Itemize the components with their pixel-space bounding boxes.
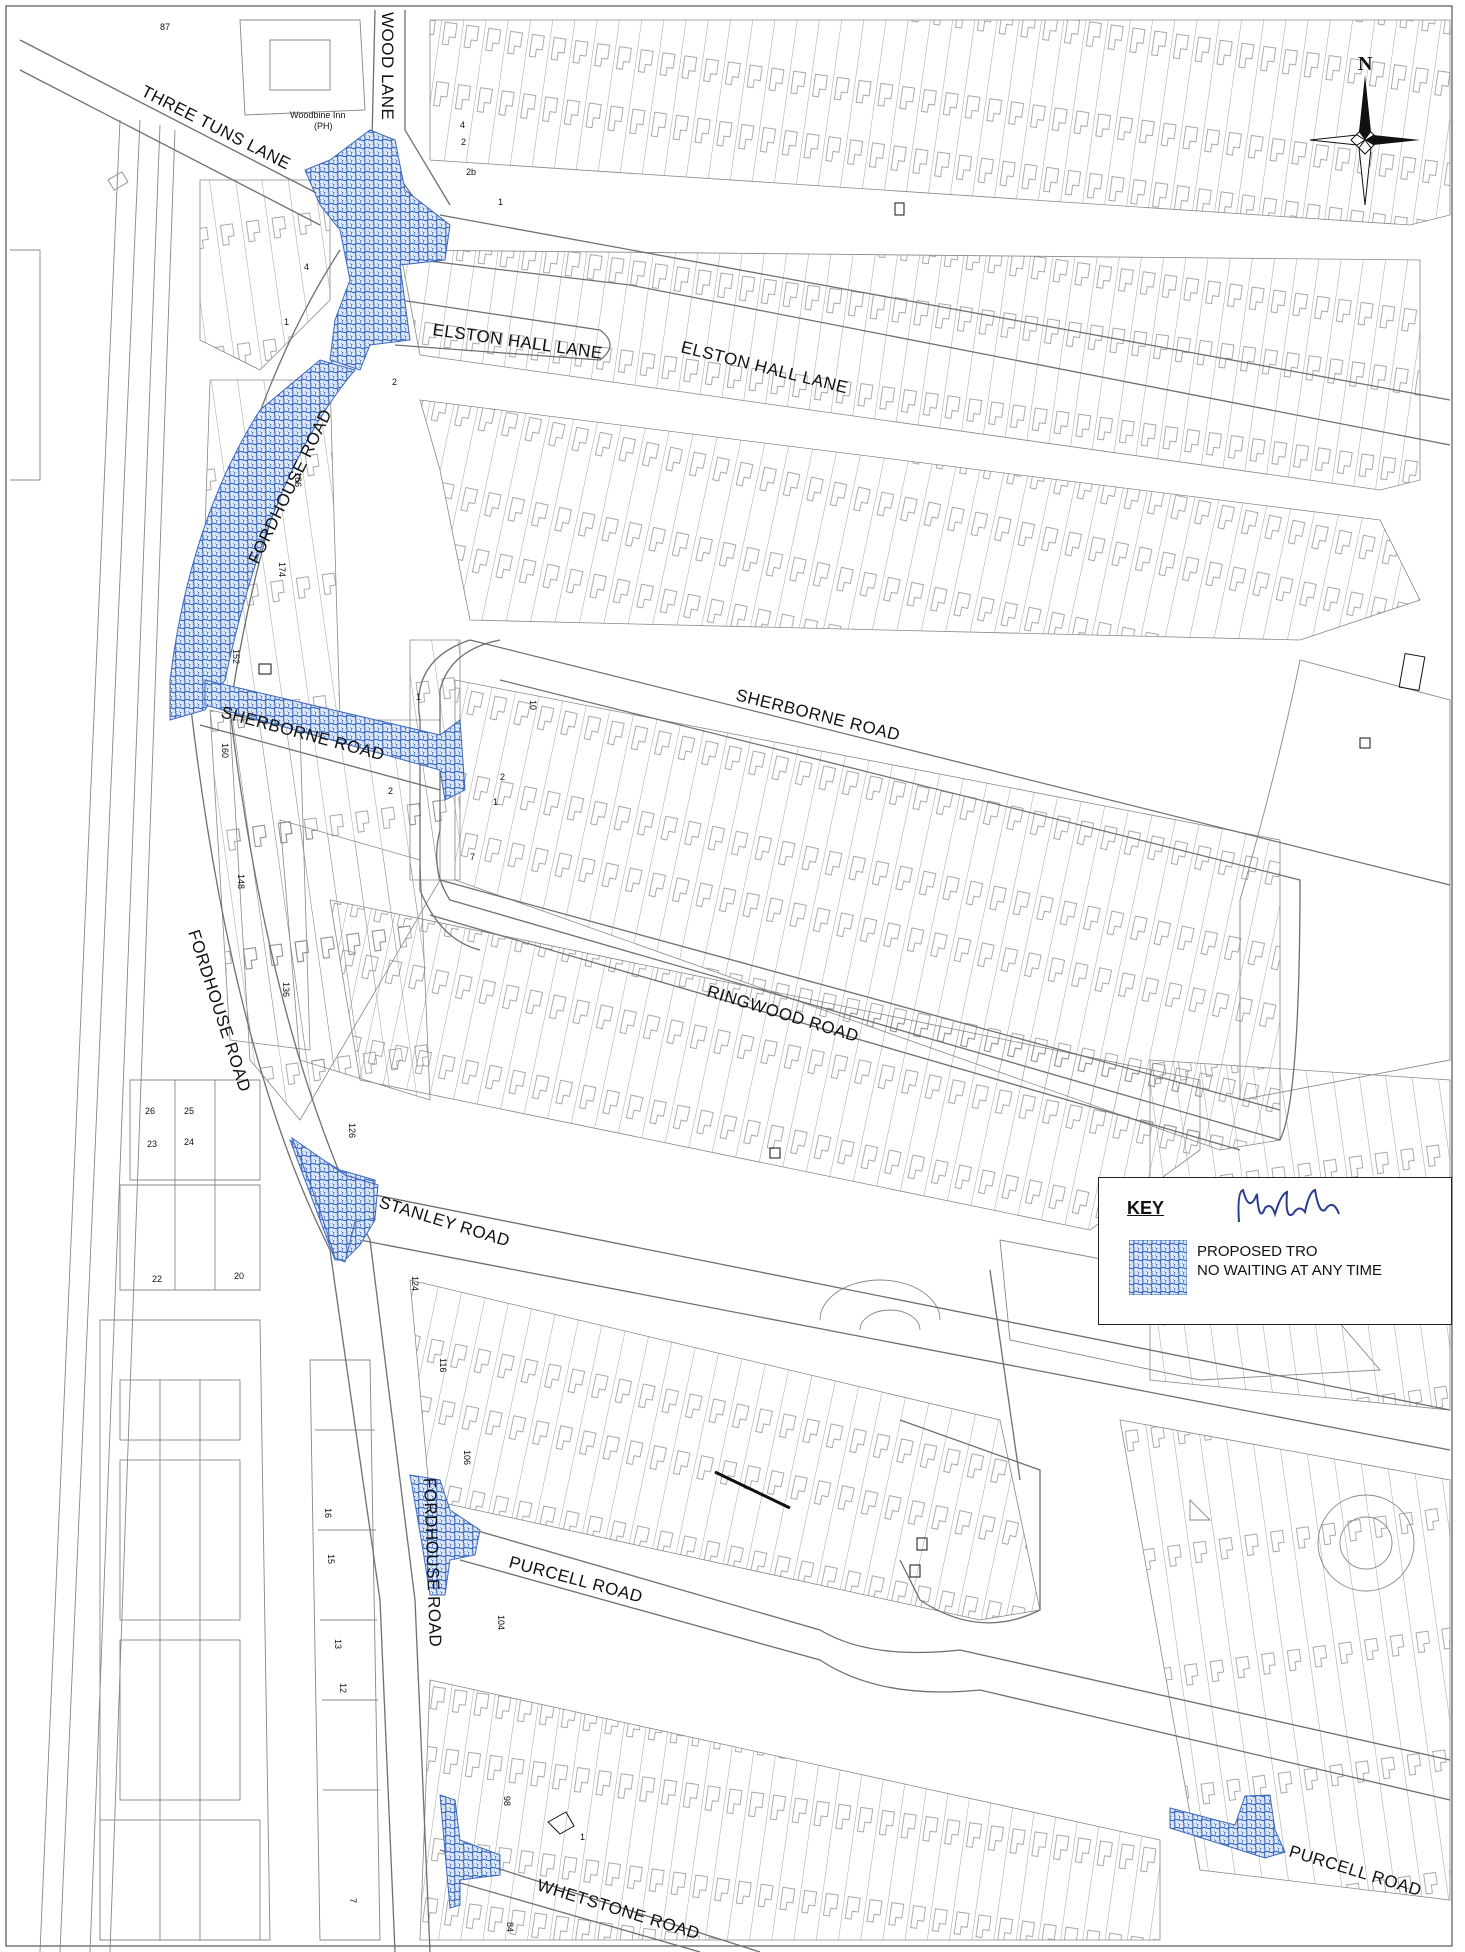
house-number: 13 bbox=[333, 1639, 343, 1649]
house-number: 2b bbox=[466, 167, 476, 177]
house-number: 10 bbox=[528, 700, 538, 710]
north-arrow-icon: N bbox=[1309, 53, 1420, 206]
tro-zone-fordhouse-north bbox=[169, 359, 356, 721]
road-network bbox=[19, 9, 1451, 1952]
house-numbers: 87 4 2 2b 1 4 1 2 166 174 152 1 10 2 1 7… bbox=[145, 22, 585, 1932]
house-number: 87 bbox=[160, 22, 170, 32]
house-number: 24 bbox=[184, 1137, 194, 1147]
tro-zone-sherborne-west bbox=[204, 679, 466, 801]
tro-zones bbox=[169, 129, 1286, 1909]
house-number: 22 bbox=[152, 1274, 162, 1284]
label-wood-lane: WOOD LANE bbox=[378, 12, 397, 120]
house-number: 106 bbox=[462, 1450, 472, 1465]
signature-icon bbox=[1237, 1188, 1340, 1223]
pub-building bbox=[239, 19, 366, 116]
pub-suffix: (PH) bbox=[314, 121, 333, 131]
house-number: 84 bbox=[505, 1922, 515, 1932]
house-number: 20 bbox=[234, 1271, 244, 1281]
house-number: 1 bbox=[493, 797, 498, 807]
pub-label: Woodbine Inn (PH) bbox=[290, 110, 345, 131]
key-description: PROPOSED TRO NO WAITING AT ANY TIME bbox=[1197, 1242, 1382, 1280]
tro-zone-stanley-junction-b bbox=[290, 1136, 379, 1263]
house-number: 4 bbox=[460, 120, 465, 130]
house-number: 7 bbox=[348, 1898, 358, 1903]
house-number: 136 bbox=[281, 982, 291, 997]
house-number: 26 bbox=[145, 1106, 155, 1116]
tro-zone-purcell-east bbox=[1169, 1794, 1286, 1859]
house-number: 166 bbox=[293, 472, 303, 487]
house-number: 1 bbox=[580, 1832, 585, 1842]
house-number: 25 bbox=[184, 1106, 194, 1116]
map-frame bbox=[5, 5, 1453, 1947]
pub-name: Woodbine Inn bbox=[290, 110, 345, 120]
house-number: 2 bbox=[500, 772, 505, 782]
hatched-swatch-icon bbox=[1129, 1240, 1187, 1295]
tro-zone-purcell-west bbox=[409, 1474, 481, 1596]
house-number: 98 bbox=[502, 1796, 512, 1806]
map-key: KEY PROPOSED TRO NO WAITING AT ANY TIME bbox=[1098, 1177, 1452, 1325]
house-number: 160 bbox=[220, 743, 230, 758]
house-number: 23 bbox=[147, 1139, 157, 1149]
house-number: 12 bbox=[338, 1683, 348, 1693]
house-number: 152 bbox=[231, 649, 241, 664]
tro-zone-whetstone-junction bbox=[439, 1794, 501, 1909]
house-number: 4 bbox=[304, 262, 309, 272]
house-number: 16 bbox=[323, 1508, 333, 1518]
house-number: 2 bbox=[461, 137, 466, 147]
key-line-1: PROPOSED TRO bbox=[1197, 1243, 1318, 1260]
house-number: 104 bbox=[496, 1615, 506, 1630]
industrial-units bbox=[99, 1079, 381, 1941]
house-number: 15 bbox=[326, 1554, 336, 1564]
north-label: N bbox=[1358, 53, 1373, 75]
house-number: 1 bbox=[284, 317, 289, 327]
key-title: KEY bbox=[1127, 1198, 1165, 1218]
house-number: 2 bbox=[388, 786, 393, 796]
house-number: 1 bbox=[416, 692, 421, 702]
house-number: 124 bbox=[410, 1276, 420, 1291]
key-line-2: NO WAITING AT ANY TIME bbox=[1197, 1262, 1383, 1279]
house-number: 1 bbox=[498, 197, 503, 207]
map-symbols bbox=[258, 202, 1426, 1835]
house-number: 148 bbox=[236, 874, 246, 889]
house-number: 174 bbox=[277, 562, 287, 577]
house-number: 126 bbox=[347, 1123, 357, 1138]
tro-zone-wood-lane-junction bbox=[304, 129, 451, 371]
house-number: 7 bbox=[470, 852, 475, 862]
house-number: 2 bbox=[392, 377, 397, 387]
railway-corridor bbox=[10, 119, 176, 1952]
house-number: 116 bbox=[438, 1358, 448, 1372]
